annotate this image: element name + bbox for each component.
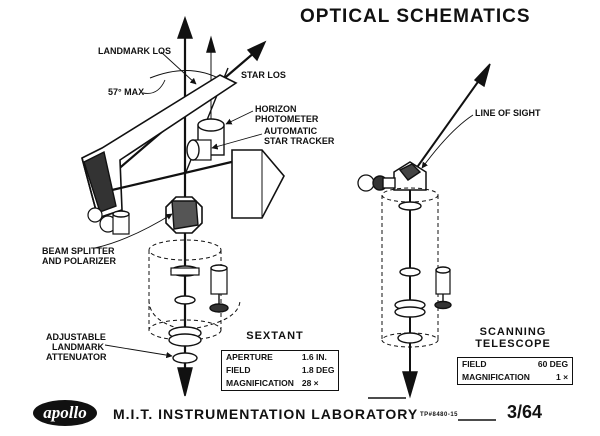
telescope-motor-1 bbox=[357, 174, 375, 192]
sextant-gear bbox=[209, 303, 229, 313]
max-angle-label: 57° MAX bbox=[108, 87, 145, 97]
landmark-los-label: LANDMARK LOS bbox=[98, 46, 171, 56]
sextant-mirror-face bbox=[83, 150, 117, 213]
sextant-horizontal-beam bbox=[111, 158, 241, 192]
sextant-specs-table: APERTURE 1.6 IN. FIELD 1.8 DEG MAGNIFICA… bbox=[221, 350, 340, 391]
line-of-sight-label: LINE OF SIGHT bbox=[475, 108, 541, 118]
landmark-los-arrowhead bbox=[206, 35, 216, 53]
leader-lines bbox=[94, 51, 496, 421]
telescope-los-arrowhead bbox=[473, 63, 491, 88]
beam-splitter-label: BEAM SPLITTER AND POLARIZER bbox=[42, 246, 116, 266]
telescope-line-of-sight bbox=[407, 71, 486, 181]
star-los-arrowhead-1 bbox=[246, 40, 267, 62]
attenuator-label: ADJUSTABLE LANDMARK ATTENUATOR bbox=[46, 332, 107, 362]
telescope-lens-4 bbox=[397, 332, 423, 344]
spec-row: MAGNIFICATION 1 × bbox=[462, 372, 569, 382]
horizon-photometer-label: HORIZON PHOTOMETER bbox=[255, 104, 319, 124]
horizon-photometer-top bbox=[197, 118, 225, 132]
lab-name: M.I.T. INSTRUMENTATION LABORATORY bbox=[113, 406, 419, 422]
spec-row: FIELD 1.8 DEG bbox=[226, 365, 335, 375]
landmark-attenuator bbox=[172, 352, 198, 364]
star-los-label: STAR LOS bbox=[241, 70, 286, 80]
telescope-caption: SCANNING TELESCOPE bbox=[475, 326, 551, 350]
page-number: 3/64 bbox=[507, 402, 543, 422]
sextant-side-motor bbox=[210, 267, 228, 295]
telescope-gear bbox=[434, 300, 452, 310]
telescope-lens-1 bbox=[398, 201, 422, 211]
sextant-prism bbox=[231, 149, 285, 219]
spec-row: APERTURE 1.6 IN. bbox=[226, 352, 327, 362]
sextant-eyepiece-arrow bbox=[177, 367, 193, 397]
page-title: OPTICAL SCHEMATICS bbox=[300, 6, 531, 27]
automatic-star-tracker-label: AUTOMATIC STAR TRACKER bbox=[264, 126, 335, 146]
telescope-eyepiece-arrow bbox=[402, 371, 418, 399]
sextant-motor-1 bbox=[87, 207, 103, 223]
apollo-logo: apollo bbox=[33, 400, 97, 426]
telescope-specs-table: FIELD 60 DEG MAGNIFICATION 1 × bbox=[457, 357, 574, 385]
spec-row: FIELD 60 DEG bbox=[462, 359, 569, 369]
telescope-lens-2 bbox=[399, 267, 421, 277]
spec-row: MAGNIFICATION 28 × bbox=[226, 378, 319, 388]
sextant-top-arrow bbox=[177, 15, 193, 39]
telescope-diagram bbox=[357, 63, 491, 399]
reference-number: TP#8480-15 bbox=[420, 412, 459, 418]
sextant-lens-2 bbox=[174, 295, 196, 305]
sextant-caption: SEXTANT bbox=[246, 330, 304, 342]
sextant-diagram bbox=[81, 15, 285, 397]
